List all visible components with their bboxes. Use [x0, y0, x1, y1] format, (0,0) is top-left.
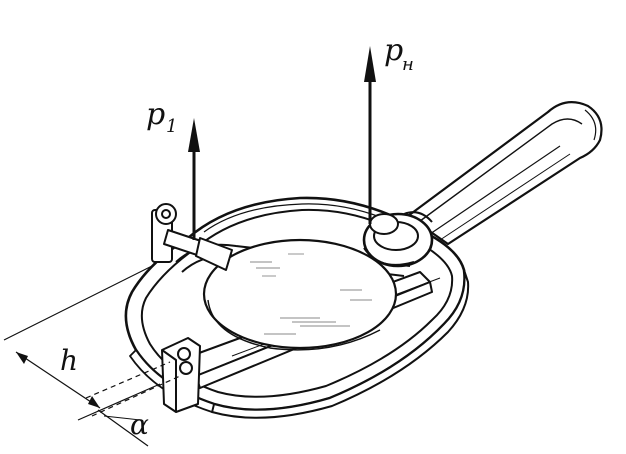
label-alpha: α — [130, 408, 149, 441]
force-arrow-p1 — [188, 118, 200, 240]
force-arrow-pn — [364, 46, 376, 224]
label-p1: p 1 — [146, 97, 177, 137]
hinge-bracket — [161, 337, 201, 413]
dimension-arrowheads — [16, 352, 100, 408]
label-p1-main: p — [146, 97, 165, 132]
latch-dog — [151, 203, 233, 271]
spring-eye — [362, 211, 434, 268]
label-pn: p н — [384, 33, 414, 75]
label-pn-main: p — [384, 33, 403, 68]
trigger-pan — [202, 238, 398, 351]
label-pn-sub: н — [402, 54, 414, 75]
dimension-lines — [3, 265, 181, 447]
spring-handle — [406, 101, 603, 246]
label-p1-sub: 1 — [166, 116, 177, 137]
label-h: h — [60, 344, 78, 377]
